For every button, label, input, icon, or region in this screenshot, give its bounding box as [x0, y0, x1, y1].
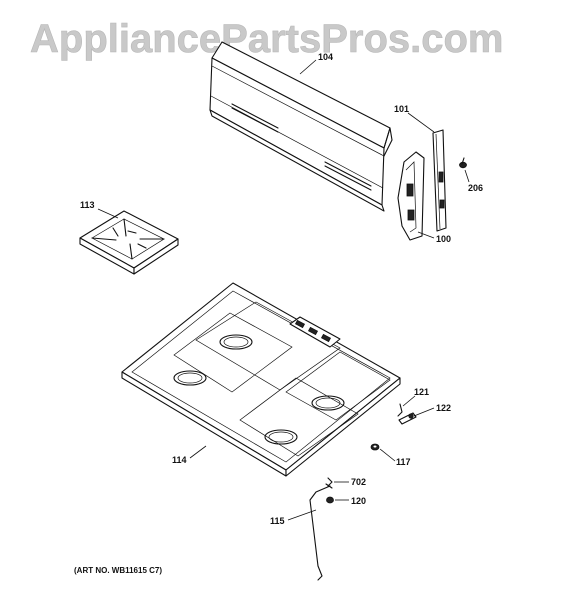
- label-100: 100: [436, 234, 451, 244]
- label-115: 115: [270, 516, 285, 526]
- side-trim-bracket: [432, 129, 447, 232]
- label-104: 104: [318, 52, 333, 62]
- screw: [459, 157, 467, 169]
- small-clip: [397, 403, 403, 417]
- label-702: 702: [351, 477, 366, 487]
- support-rod: [309, 483, 333, 581]
- label-122: 122: [436, 403, 451, 413]
- label-121: 121: [414, 387, 429, 397]
- label-120: 120: [351, 496, 366, 506]
- cooktop-main-top: [121, 282, 401, 477]
- label-113: 113: [80, 200, 95, 210]
- backsplash-panel: [209, 41, 393, 212]
- grommet: [326, 496, 334, 504]
- end-cap: [397, 151, 425, 241]
- label-114: 114: [172, 455, 187, 465]
- watermark-text: AppliancePartsPros.com: [30, 17, 504, 61]
- rod-clip: [327, 477, 333, 487]
- leader-lines: [97, 59, 470, 521]
- label-117: 117: [396, 457, 411, 467]
- art-number: (ART NO. WB11615 C7): [74, 566, 162, 575]
- orifice-holder: [398, 412, 417, 425]
- burner-grate: [79, 210, 179, 275]
- label-101: 101: [394, 104, 409, 114]
- label-206: 206: [468, 183, 483, 193]
- nut: [370, 443, 380, 451]
